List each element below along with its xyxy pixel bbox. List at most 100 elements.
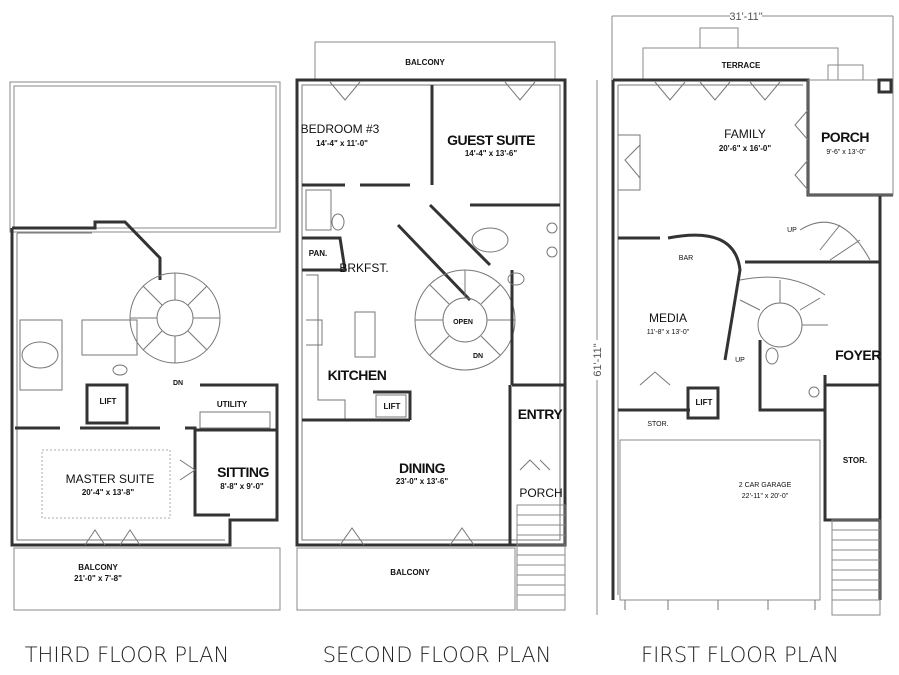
room-size-garage: 22'-11" x 20'-0" [742, 493, 789, 500]
terrace-step [699, 27, 739, 49]
bottom-balcony-rail [296, 547, 516, 611]
bedroom-walls [302, 85, 560, 207]
stor-wall [823, 383, 880, 522]
diagonal-walls [396, 203, 492, 302]
room-label-balcony: BALCONY [78, 563, 118, 572]
room-label-brkfst: BRKFST. [339, 261, 388, 275]
room-label-bar: BAR [679, 255, 693, 262]
balcony-rail [13, 547, 281, 611]
stair-label-dn: DN [473, 353, 483, 360]
room-label-stor: STOR. [647, 421, 668, 428]
stair-label-open: OPEN [453, 319, 473, 326]
media-walls [618, 236, 690, 412]
stair-treads [415, 270, 515, 356]
first-floor-plan: 31'-11" 61'-11" TERRACE FAMILY 20 [592, 11, 894, 667]
porch-stair [799, 221, 871, 261]
room-label-balcony-top: BALCONY [405, 58, 445, 67]
porch-outline [807, 79, 894, 196]
bathtub [305, 189, 332, 231]
fireplace [618, 134, 641, 191]
sink [546, 246, 558, 258]
porch-column [877, 78, 893, 94]
room-label-garage: 2 CAR GARAGE [739, 482, 792, 489]
spiral-stair-core [757, 302, 803, 348]
stair-label-dn: DN [173, 380, 183, 387]
caption-second-floor: SECOND FLOOR PLAN [323, 643, 552, 667]
room-size-family: 20'-6" x 16'-0" [719, 144, 772, 153]
exterior-wall [611, 78, 893, 600]
room-size-dining: 23'-0" x 13'-6" [396, 477, 449, 486]
shower [81, 319, 138, 356]
exterior-stairs [831, 519, 881, 616]
balcony-doors [84, 529, 141, 546]
kitchen-wall [302, 390, 412, 422]
width-dimension: 31'-11" [729, 11, 762, 23]
room-label-terrace: TERRACE [722, 61, 761, 70]
stair-label-up-2: UP [735, 357, 745, 364]
pantry-wall [302, 236, 347, 272]
room-label-bedroom3: BEDROOM #3 [301, 122, 380, 136]
room-size-master-suite: 20'-4" x 13'-8" [82, 488, 135, 497]
exterior-stairs [516, 504, 566, 611]
room-label-sitting: SITTING [217, 464, 269, 480]
roof-outline-inner [13, 85, 277, 229]
sink [546, 222, 558, 234]
room-label-lift: LIFT [100, 397, 117, 406]
room-label-stor-2: STOR. [843, 456, 867, 465]
bath-wall [510, 270, 565, 387]
guest-tub [471, 227, 509, 253]
powder-wall [758, 340, 827, 412]
kitchen-counter [306, 274, 346, 420]
room-label-kitchen: KITCHEN [328, 367, 387, 383]
room-label-lift: LIFT [384, 402, 401, 411]
balcony-doors [329, 81, 536, 101]
lift-shaft [686, 386, 720, 420]
room-size-media: 11'-8" x 13'-0" [647, 329, 690, 336]
exterior-wall [295, 78, 567, 547]
kitchen-island [354, 311, 376, 358]
room-label-porch: PORCH [821, 129, 869, 145]
room-label-porch: PORCH [519, 486, 562, 500]
room-label-media: MEDIA [649, 311, 687, 325]
room-size-sitting: 8'-8" x 9'-0" [220, 482, 264, 491]
toilet [507, 272, 525, 286]
stair-label-up: UP [787, 227, 797, 234]
toilet [765, 347, 779, 365]
room-size-porch: 9'-6" x 13'-0" [826, 149, 866, 156]
sink [808, 386, 820, 398]
foyer-stair [739, 276, 828, 326]
curved-bar-wall [667, 233, 742, 361]
garage-outline [619, 439, 821, 601]
porch-doors [794, 109, 809, 191]
sitting-door [179, 459, 196, 481]
room-label-dining: DINING [399, 460, 446, 476]
second-floor-plan: BALCONY BEDROOM #3 14'-4" x 11'-0" GUEST… [295, 41, 567, 667]
dining-doors [339, 527, 475, 546]
porch-door [519, 459, 551, 471]
lift-shaft [375, 394, 407, 418]
interior-wall-line [16, 232, 225, 541]
caption-third-floor: THIRD FLOOR PLAN [25, 643, 230, 667]
utility-counter [199, 411, 271, 429]
room-label-entry: ENTRY [518, 406, 564, 422]
interior-wall-line [617, 84, 803, 595]
rug-outline [41, 449, 171, 519]
depth-dimension: 61'-11" [592, 343, 604, 376]
room-size-bedroom3: 14'-4" x 11'-0" [316, 139, 368, 148]
lift-shaft [85, 383, 129, 425]
room-label-guest-suite: GUEST SUITE [447, 132, 535, 148]
caption-first-floor: FIRST FLOOR PLAN [641, 643, 839, 667]
room-size-balcony: 21'-0" x 7'-8" [74, 574, 122, 583]
terrace-step [827, 64, 864, 81]
stair-treads [130, 273, 220, 363]
room-label-master-suite: MASTER SUITE [66, 472, 155, 486]
bathtub [21, 341, 59, 369]
stair-core [156, 299, 194, 337]
terrace-doors [654, 81, 781, 101]
width-dimension-line [611, 15, 894, 80]
room-label-family: FAMILY [724, 127, 766, 141]
room-label-balcony-bottom: BALCONY [390, 568, 430, 577]
third-floor-plan: MASTER SUITE 20'-4" x 13'-8" SITTING 8'-… [9, 81, 281, 667]
garage-door-posts [624, 600, 816, 610]
